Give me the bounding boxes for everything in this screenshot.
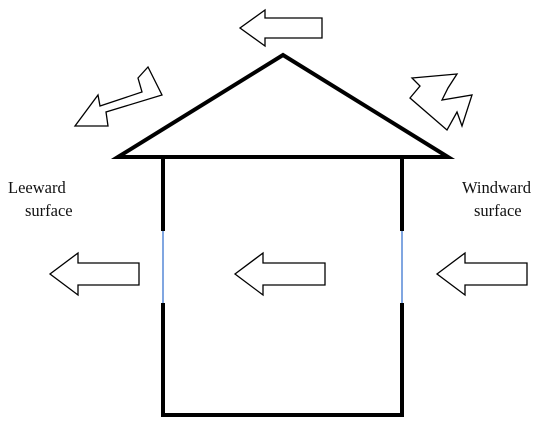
leeward-roof-flow-arrow-icon (73, 65, 163, 127)
windward-label-line1: Windward (462, 178, 532, 197)
wind-arrow-windward-approach-icon (435, 251, 528, 297)
wind-arrow-leeward-exit-icon (48, 251, 140, 297)
roof (110, 52, 456, 159)
wind-arrow-interior-icon (233, 251, 326, 297)
leeward-label-line1: Leeward (8, 178, 66, 197)
leeward-label-line2: surface (25, 201, 73, 220)
windward-roof-flow-arrow-icon (409, 73, 473, 132)
windward-label-line2: surface (474, 201, 522, 220)
wind-arrow-above-roof-icon (238, 8, 323, 48)
